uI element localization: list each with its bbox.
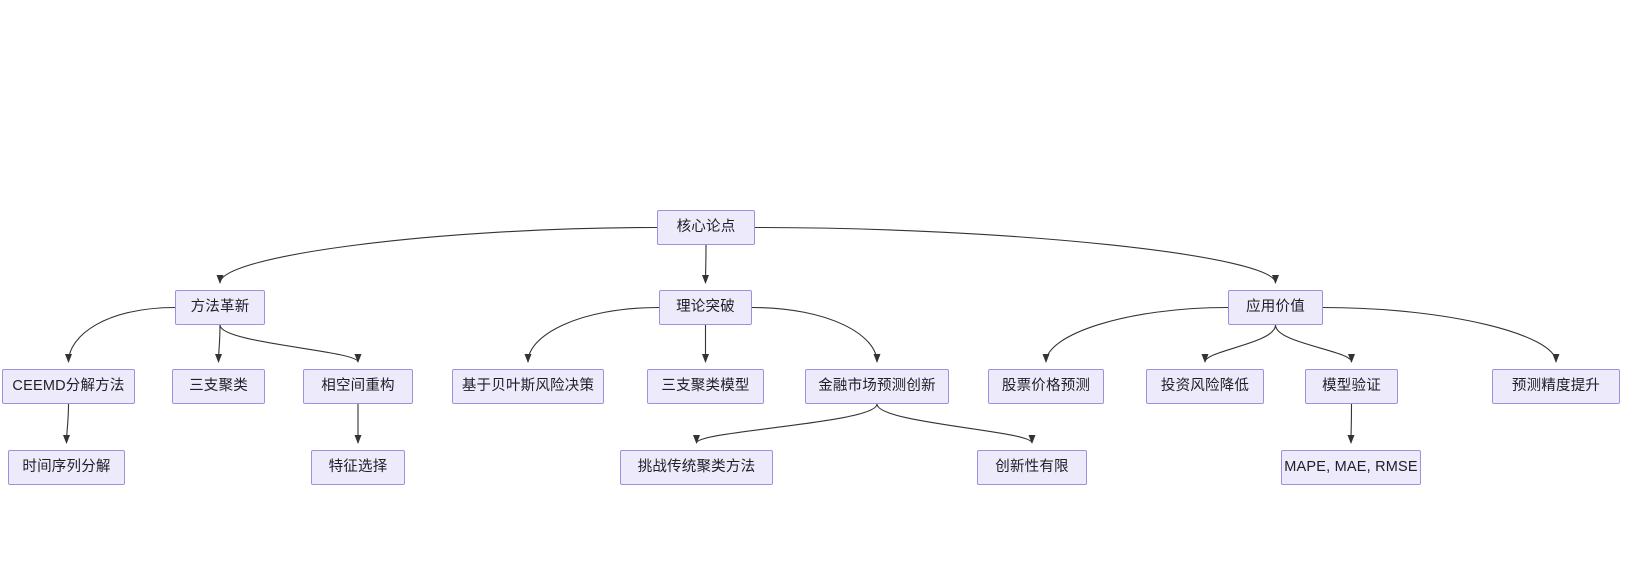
node-label: 股票价格预测 <box>1001 378 1091 395</box>
diagram-edge-root-to-l2b <box>702 244 710 284</box>
diagram-edge-root-to-l2c <box>754 226 1279 284</box>
diagram-node-root[interactable]: 核心论点 <box>657 210 755 245</box>
diagram-node-l3b3[interactable]: 金融市场预测创新 <box>805 369 949 404</box>
diagram-node-l3c4[interactable]: 预测精度提升 <box>1492 369 1620 404</box>
diagram-edge-l3b3-to-l4b3b <box>876 403 1036 444</box>
diagram-node-l2a[interactable]: 方法革新 <box>175 290 265 325</box>
diagram-node-l3a3[interactable]: 相空间重构 <box>303 369 413 404</box>
node-label: 应用价值 <box>1246 299 1305 316</box>
node-label: 三支聚类模型 <box>661 378 750 395</box>
diagram-edge-l2b-to-l3b3 <box>751 306 881 363</box>
diagram-node-l4b3b[interactable]: 创新性有限 <box>977 450 1087 485</box>
node-label: 金融市场预测创新 <box>818 378 936 395</box>
diagram-edge-root-to-l2a <box>216 226 658 284</box>
diagram-node-l3a2[interactable]: 三支聚类 <box>172 369 265 404</box>
diagram-node-l3c1[interactable]: 股票价格预测 <box>988 369 1104 404</box>
diagram-node-l3b1[interactable]: 基于贝叶斯风险决策 <box>452 369 604 404</box>
diagram-node-l3c3[interactable]: 模型验证 <box>1305 369 1398 404</box>
node-label: 特征选择 <box>328 459 388 476</box>
diagram-node-l3a1[interactable]: CEEMD分解方法 <box>2 369 135 404</box>
diagram-node-l3c2[interactable]: 投资风险降低 <box>1146 369 1264 404</box>
diagram-node-l4a3[interactable]: 特征选择 <box>311 450 405 485</box>
diagram-node-l4b3a[interactable]: 挑战传统聚类方法 <box>620 450 773 485</box>
diagram-edge-l2a-to-l3a3 <box>219 324 362 363</box>
diagram-edge-l2c-to-l3c3 <box>1274 324 1355 363</box>
diagram-node-l4a1[interactable]: 时间序列分解 <box>8 450 125 485</box>
diagram-edge-l2a-to-l3a2 <box>215 324 223 363</box>
diagram-node-l2b[interactable]: 理论突破 <box>659 290 752 325</box>
node-label: 相空间重构 <box>321 378 395 395</box>
node-label: 基于贝叶斯风险决策 <box>461 378 595 395</box>
diagram-edge-l3c3-to-l4c3 <box>1347 403 1355 444</box>
node-label: 创新性有限 <box>995 459 1069 476</box>
node-label: 预测精度提升 <box>1511 378 1601 395</box>
edge-group <box>63 226 1560 444</box>
node-label: 三支聚类 <box>189 378 248 395</box>
diagram-edge-l3b3-to-l4b3a <box>693 403 878 444</box>
diagram-edge-l3a1-to-l4a1 <box>63 403 71 444</box>
node-label: MAPE, MAE, RMSE <box>1284 459 1418 476</box>
node-label: 方法革新 <box>190 299 250 316</box>
node-label: CEEMD分解方法 <box>12 378 125 395</box>
diagram-edge-l2b-to-l3b1 <box>524 306 660 363</box>
diagram-node-l4c3[interactable]: MAPE, MAE, RMSE <box>1281 450 1421 485</box>
diagram-edge-l2c-to-l3c4 <box>1322 306 1560 363</box>
diagram-edge-l2a-to-l3a1 <box>65 306 176 363</box>
node-label: 核心论点 <box>676 219 736 236</box>
diagram-edge-l2c-to-l3c2 <box>1201 324 1277 363</box>
diagram-node-l3b2[interactable]: 三支聚类模型 <box>647 369 764 404</box>
node-label: 投资风险降低 <box>1160 378 1250 395</box>
node-label: 挑战传统聚类方法 <box>637 459 756 476</box>
node-label: 模型验证 <box>1322 378 1381 395</box>
diagram-node-l2c[interactable]: 应用价值 <box>1228 290 1323 325</box>
node-label: 时间序列分解 <box>22 459 111 476</box>
node-label: 理论突破 <box>676 299 735 316</box>
diagram-edge-l2c-to-l3c1 <box>1042 306 1229 363</box>
